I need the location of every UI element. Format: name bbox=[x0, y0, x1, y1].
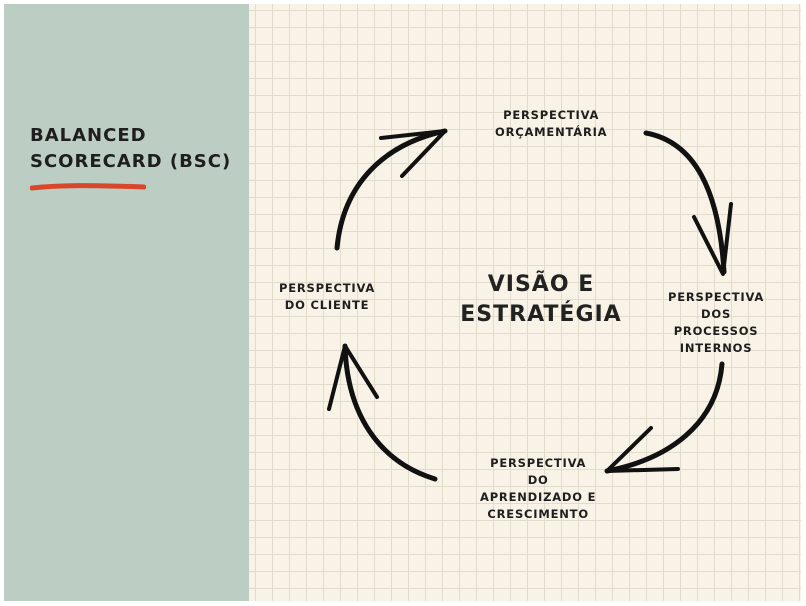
arrow-cliente-to-orcamentaria bbox=[334, 128, 448, 251]
node-aprendizado-line-2: do bbox=[527, 473, 549, 487]
node-cliente-line-2: do cliente bbox=[284, 298, 370, 312]
arrow-aprendizado-to-cliente bbox=[327, 343, 438, 482]
center-label-line-2: Estratégia bbox=[460, 302, 622, 327]
sidebar-panel: Balanced Scorecard (BSC) bbox=[4, 4, 249, 601]
title-underline bbox=[30, 183, 146, 191]
node-orcamentaria-line-1: Perspectiva bbox=[503, 108, 600, 122]
node-processos-line-4: internos bbox=[679, 341, 753, 355]
node-aprendizado-line-3: aprendizado e bbox=[480, 490, 597, 504]
diagram-canvas: Perspectiva orçamentária Perspectiva dos… bbox=[249, 4, 801, 601]
node-cliente-line-1: Perspectiva bbox=[279, 281, 376, 295]
slide: Balanced Scorecard (BSC) bbox=[4, 4, 801, 601]
node-processos-line-2: dos bbox=[701, 307, 732, 321]
node-cliente: Perspectiva do cliente bbox=[279, 280, 375, 314]
cycle-arrows bbox=[327, 128, 733, 482]
node-processos-line-1: Perspectiva bbox=[668, 290, 765, 304]
slide-title-line-1: Balanced bbox=[30, 125, 147, 146]
arrow-orcamentaria-to-processos bbox=[643, 130, 733, 276]
node-processos-line-3: processos bbox=[673, 324, 759, 338]
center-label: Visão e Estratégia bbox=[451, 270, 631, 330]
node-orcamentaria-line-2: orçamentária bbox=[495, 125, 608, 139]
center-label-line-1: Visão e bbox=[487, 272, 595, 297]
node-orcamentaria: Perspectiva orçamentária bbox=[495, 107, 607, 141]
node-processos: Perspectiva dos processos internos bbox=[668, 289, 764, 357]
node-aprendizado: Perspectiva do aprendizado e crescimento bbox=[480, 455, 596, 523]
node-aprendizado-line-1: Perspectiva bbox=[490, 456, 587, 470]
node-aprendizado-line-4: crescimento bbox=[487, 507, 589, 521]
slide-title: Balanced Scorecard (BSC) bbox=[30, 123, 231, 175]
arrow-processos-to-aprendizado bbox=[604, 361, 725, 474]
slide-title-line-2: Scorecard (BSC) bbox=[30, 151, 232, 172]
